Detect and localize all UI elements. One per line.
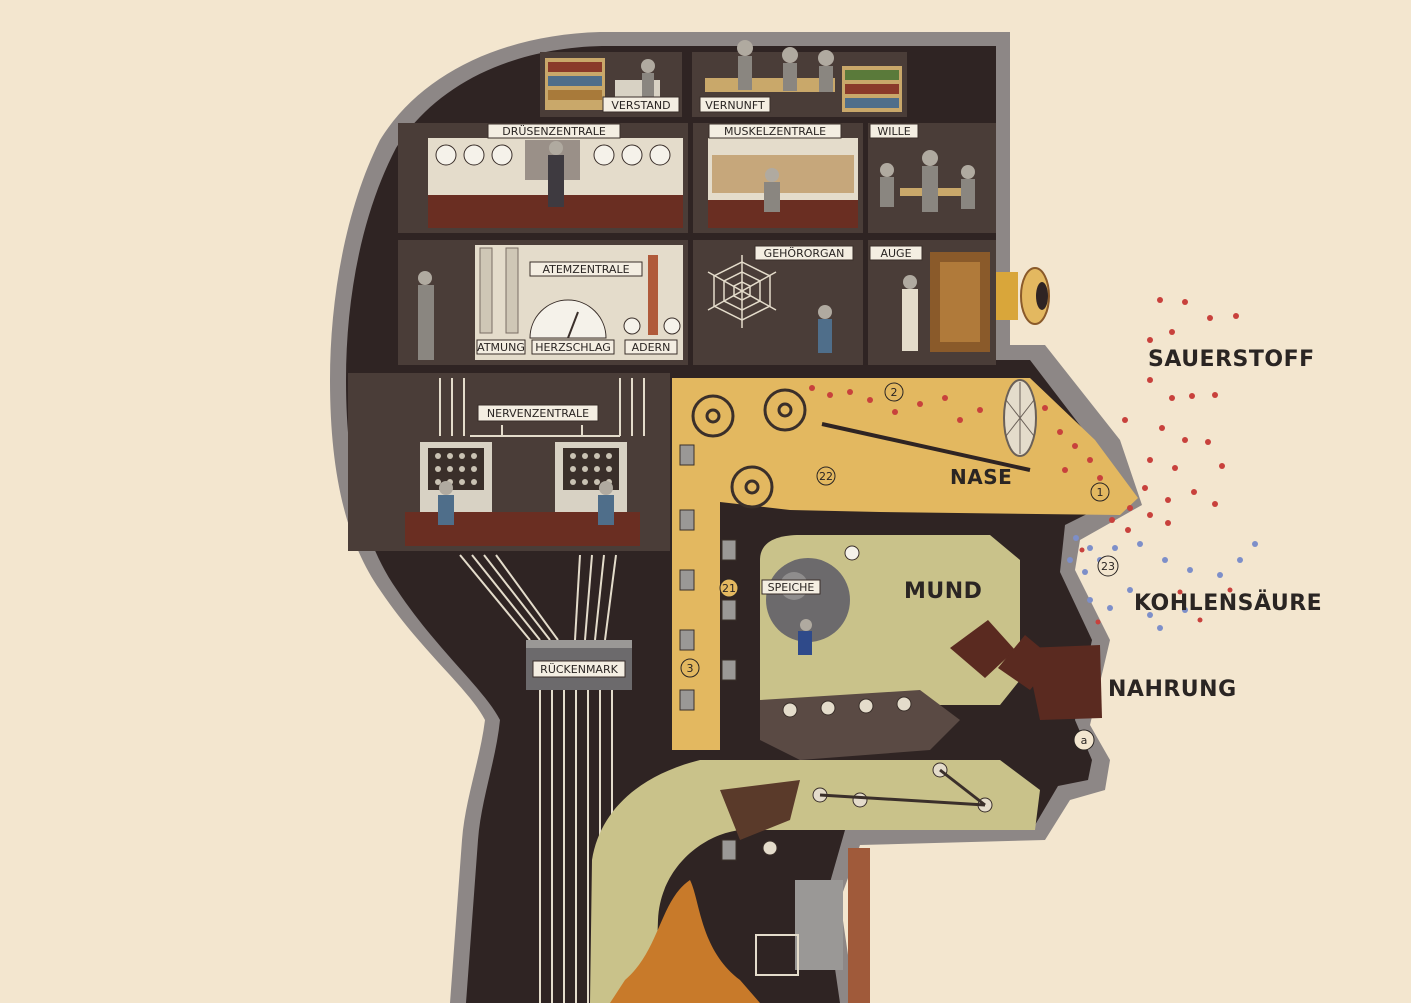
eye-lens xyxy=(996,267,1050,325)
nose-chamber xyxy=(672,378,1138,750)
windpipe xyxy=(848,848,870,1003)
nose-valves xyxy=(679,444,737,861)
number-2: 2 xyxy=(891,386,898,399)
room-vernunft: VERNUNFT xyxy=(692,40,907,117)
oxygen-dots-inside xyxy=(809,385,1103,481)
room-muskelzentrale: MUSKELZENTRALE xyxy=(693,123,863,233)
co2-particles xyxy=(1067,535,1258,631)
food-chunks xyxy=(950,620,1102,720)
throat-bulb xyxy=(610,880,760,1003)
oxygen-particles xyxy=(1109,297,1239,533)
label-sauerstoff: SAUERSTOFF xyxy=(1148,347,1315,372)
room-verstand: VERSTAND xyxy=(540,52,682,117)
nose-fan xyxy=(1003,379,1037,457)
nose-lever xyxy=(821,422,1031,472)
nose-labels: 2 22 1 21 3 NASE xyxy=(680,382,1110,678)
label-atemzentrale: ATEMZENTRALE xyxy=(542,263,629,276)
label-mund: MUND xyxy=(904,579,982,604)
label-nase: NASE xyxy=(950,465,1012,489)
room-nervenzentrale: NERVENZENTRALE xyxy=(348,373,670,551)
number-3: 3 xyxy=(687,662,694,675)
number-a: a xyxy=(1081,734,1088,747)
label-speiche: SPEICHE xyxy=(768,581,815,594)
room-gehoerorgan: GEHÖRORGAN xyxy=(693,240,863,365)
tongue-conduit xyxy=(590,760,1040,1003)
label-nervenzentrale: NERVENZENTRALE xyxy=(487,407,589,420)
room-druesenzentrale: DRÜSENZENTRALE xyxy=(398,123,688,233)
mouth-gears xyxy=(720,690,993,856)
rueckenmark: RÜCKENMARK xyxy=(526,640,632,690)
label-auge: AUGE xyxy=(880,247,911,260)
label-rueckenmark: RÜCKENMARK xyxy=(540,663,618,676)
room-auge: AUGE xyxy=(868,240,996,365)
number-1: 1 xyxy=(1097,486,1104,499)
label-gehoerorgan: GEHÖRORGAN xyxy=(764,247,845,260)
label-adern: ADERN xyxy=(632,341,671,354)
room-wille: WILLE xyxy=(868,123,996,233)
label-verstand: VERSTAND xyxy=(611,99,670,112)
label-atmung: ATMUNG xyxy=(477,341,525,354)
label-muskelzentrale: MUSKELZENTRALE xyxy=(724,125,826,138)
number-23: 23 xyxy=(1101,560,1115,573)
number-22: 22 xyxy=(819,470,833,483)
label-wille: WILLE xyxy=(877,125,910,138)
nose-gears xyxy=(691,388,807,509)
throat-machine xyxy=(755,880,843,976)
number-21: 21 xyxy=(722,582,736,595)
label-druesenzentrale: DRÜSENZENTRALE xyxy=(502,125,606,138)
label-nahrung: NAHRUNG xyxy=(1108,677,1237,702)
speiche-tank: SPEICHE xyxy=(761,545,860,655)
room-atemzentrale: ATEMZENTRALE ATMUNG HERZSCHLAG ADERN xyxy=(398,240,688,365)
label-kohlensaeure: KOHLENSÄURE xyxy=(1134,590,1322,616)
label-vernunft: VERNUNFT xyxy=(705,99,765,112)
label-herzschlag: HERZSCHLAG xyxy=(535,341,611,354)
